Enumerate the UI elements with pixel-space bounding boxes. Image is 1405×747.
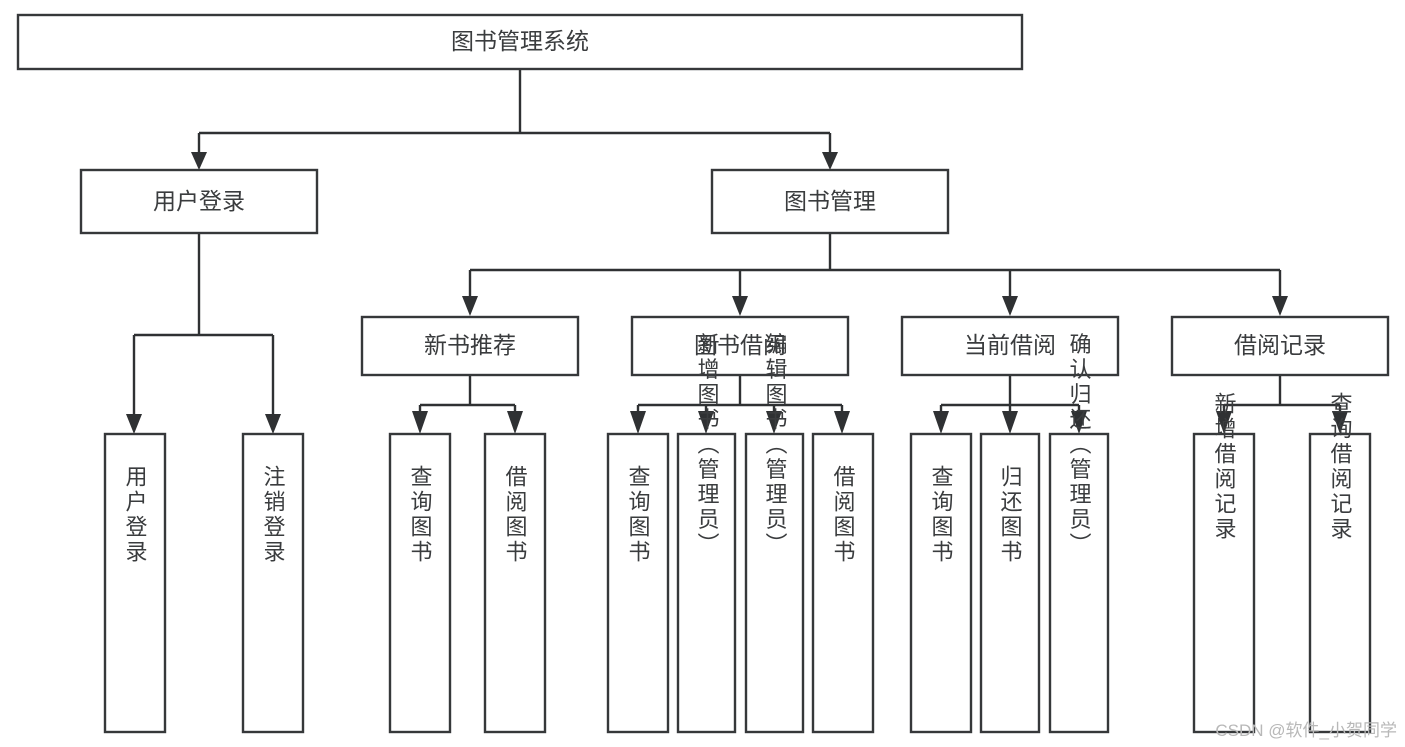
node-leaf-add-record-label: 新增借阅记录	[1212, 392, 1237, 542]
arrow-head-leaf-add-record	[1216, 411, 1232, 434]
arrow-head-leaf-query-book-2	[630, 411, 646, 434]
node-leaf-add-record-box[interactable]	[1192, 432, 1256, 734]
connector-layer	[126, 69, 1348, 434]
arrow-head-book-manage	[822, 152, 838, 170]
node-leaf-borrow-book-2-box[interactable]	[811, 432, 875, 734]
node-leaf-return-book-box[interactable]	[979, 432, 1041, 734]
node-leaf-user-login-box[interactable]	[103, 432, 167, 734]
node-new-book-recommend-box[interactable]	[360, 315, 580, 377]
node-book-borrow[interactable]: 图书借阅	[630, 315, 850, 377]
node-leaf-query-book-1[interactable]: 查询图书	[388, 432, 452, 734]
node-leaf-logout-login-label: 注销登录	[261, 465, 286, 565]
node-leaf-user-login[interactable]: 用户登录	[103, 432, 167, 734]
arrow-head-leaf-return-book	[1002, 411, 1018, 434]
arrow-head-leaf-edit-book	[766, 411, 782, 434]
node-leaf-borrow-book-1-box[interactable]	[483, 432, 547, 734]
node-leaf-query-record-label: 查询借阅记录	[1328, 392, 1353, 542]
node-book-manage[interactable]: 图书管理	[710, 168, 950, 235]
node-book-borrow-label: 图书借阅	[694, 332, 786, 358]
node-leaf-logout-login[interactable]: 注销登录	[241, 432, 305, 734]
node-leaf-add-book-label: 新增图书（管理员）	[695, 333, 720, 558]
node-root-label: 图书管理系统	[451, 28, 589, 54]
node-leaf-add-record[interactable]: 新增借阅记录	[1192, 392, 1256, 734]
node-leaf-add-book[interactable]: 新增图书（管理员）	[676, 333, 737, 734]
node-leaf-borrow-book-1-label: 借阅图书	[503, 465, 528, 565]
node-borrow-record[interactable]: 借阅记录	[1170, 315, 1390, 377]
arrow-head-leaf-borrow-book-1	[507, 411, 523, 434]
node-leaf-confirm-return-label: 确认归还（管理员）	[1067, 333, 1092, 558]
arrow-head-current-borrow	[1002, 296, 1018, 316]
node-current-borrow[interactable]: 当前借阅	[900, 315, 1120, 377]
node-borrow-record-label: 借阅记录	[1234, 332, 1326, 358]
node-leaf-edit-book-box[interactable]	[744, 432, 805, 734]
node-user-login-box[interactable]	[79, 168, 319, 235]
arrow-head-leaf-query-book-3	[933, 411, 949, 434]
node-book-manage-label: 图书管理	[784, 188, 876, 214]
node-leaf-query-book-2-label: 查询图书	[626, 465, 651, 565]
node-root[interactable]: 图书管理系统	[16, 13, 1024, 71]
node-leaf-borrow-book-2-label: 借阅图书	[831, 465, 856, 565]
node-root-box[interactable]	[16, 13, 1024, 71]
node-leaf-user-login-label: 用户登录	[123, 465, 148, 565]
arrow-head-leaf-query-record	[1332, 411, 1348, 434]
arrow-head-leaf-logout-login	[265, 414, 281, 434]
arrow-head-leaf-borrow-book-2	[834, 411, 850, 434]
node-current-borrow-box[interactable]	[900, 315, 1120, 377]
node-leaf-confirm-return-box[interactable]	[1048, 432, 1110, 734]
arrow-head-book-borrow	[732, 296, 748, 316]
node-borrow-record-box[interactable]	[1170, 315, 1390, 377]
node-leaf-logout-login-box[interactable]	[241, 432, 305, 734]
node-leaf-query-book-2[interactable]: 查询图书	[606, 432, 670, 734]
arrow-head-new-book-recommend	[462, 296, 478, 316]
node-leaf-query-record[interactable]: 查询借阅记录	[1308, 392, 1372, 734]
node-leaf-borrow-book-2[interactable]: 借阅图书	[811, 432, 875, 734]
node-leaf-query-book-2-box[interactable]	[606, 432, 670, 734]
node-new-book-recommend[interactable]: 新书推荐	[360, 315, 580, 377]
arrow-head-leaf-user-login	[126, 414, 142, 434]
node-leaf-query-record-box[interactable]	[1308, 432, 1372, 734]
node-leaf-return-book-label: 归还图书	[998, 465, 1023, 565]
arrow-head-leaf-add-book	[698, 411, 714, 434]
node-new-book-recommend-label: 新书推荐	[424, 332, 516, 358]
node-leaf-edit-book[interactable]: 编辑图书（管理员）	[744, 333, 805, 734]
node-leaf-borrow-book-1[interactable]: 借阅图书	[483, 432, 547, 734]
node-leaf-return-book[interactable]: 归还图书	[979, 432, 1041, 734]
arrow-head-leaf-confirm-return	[1071, 411, 1087, 434]
node-user-login-label: 用户登录	[153, 188, 245, 214]
node-leaf-query-book-1-box[interactable]	[388, 432, 452, 734]
node-current-borrow-label: 当前借阅	[964, 332, 1056, 358]
node-book-borrow-box[interactable]	[630, 315, 850, 377]
arrow-head-leaf-query-book-1	[412, 411, 428, 434]
node-leaf-edit-book-label: 编辑图书（管理员）	[763, 333, 788, 558]
node-book-manage-box[interactable]	[710, 168, 950, 235]
arrow-head-user-login	[191, 152, 207, 170]
arrow-head-borrow-record	[1272, 296, 1288, 316]
node-leaf-confirm-return[interactable]: 确认归还（管理员）	[1048, 333, 1110, 734]
node-leaf-add-book-box[interactable]	[676, 432, 737, 734]
node-leaf-query-book-3-label: 查询图书	[929, 465, 954, 565]
node-user-login[interactable]: 用户登录	[79, 168, 319, 235]
node-leaf-query-book-1-label: 查询图书	[408, 465, 433, 565]
node-leaf-query-book-3[interactable]: 查询图书	[909, 432, 973, 734]
node-leaf-query-book-3-box[interactable]	[909, 432, 973, 734]
